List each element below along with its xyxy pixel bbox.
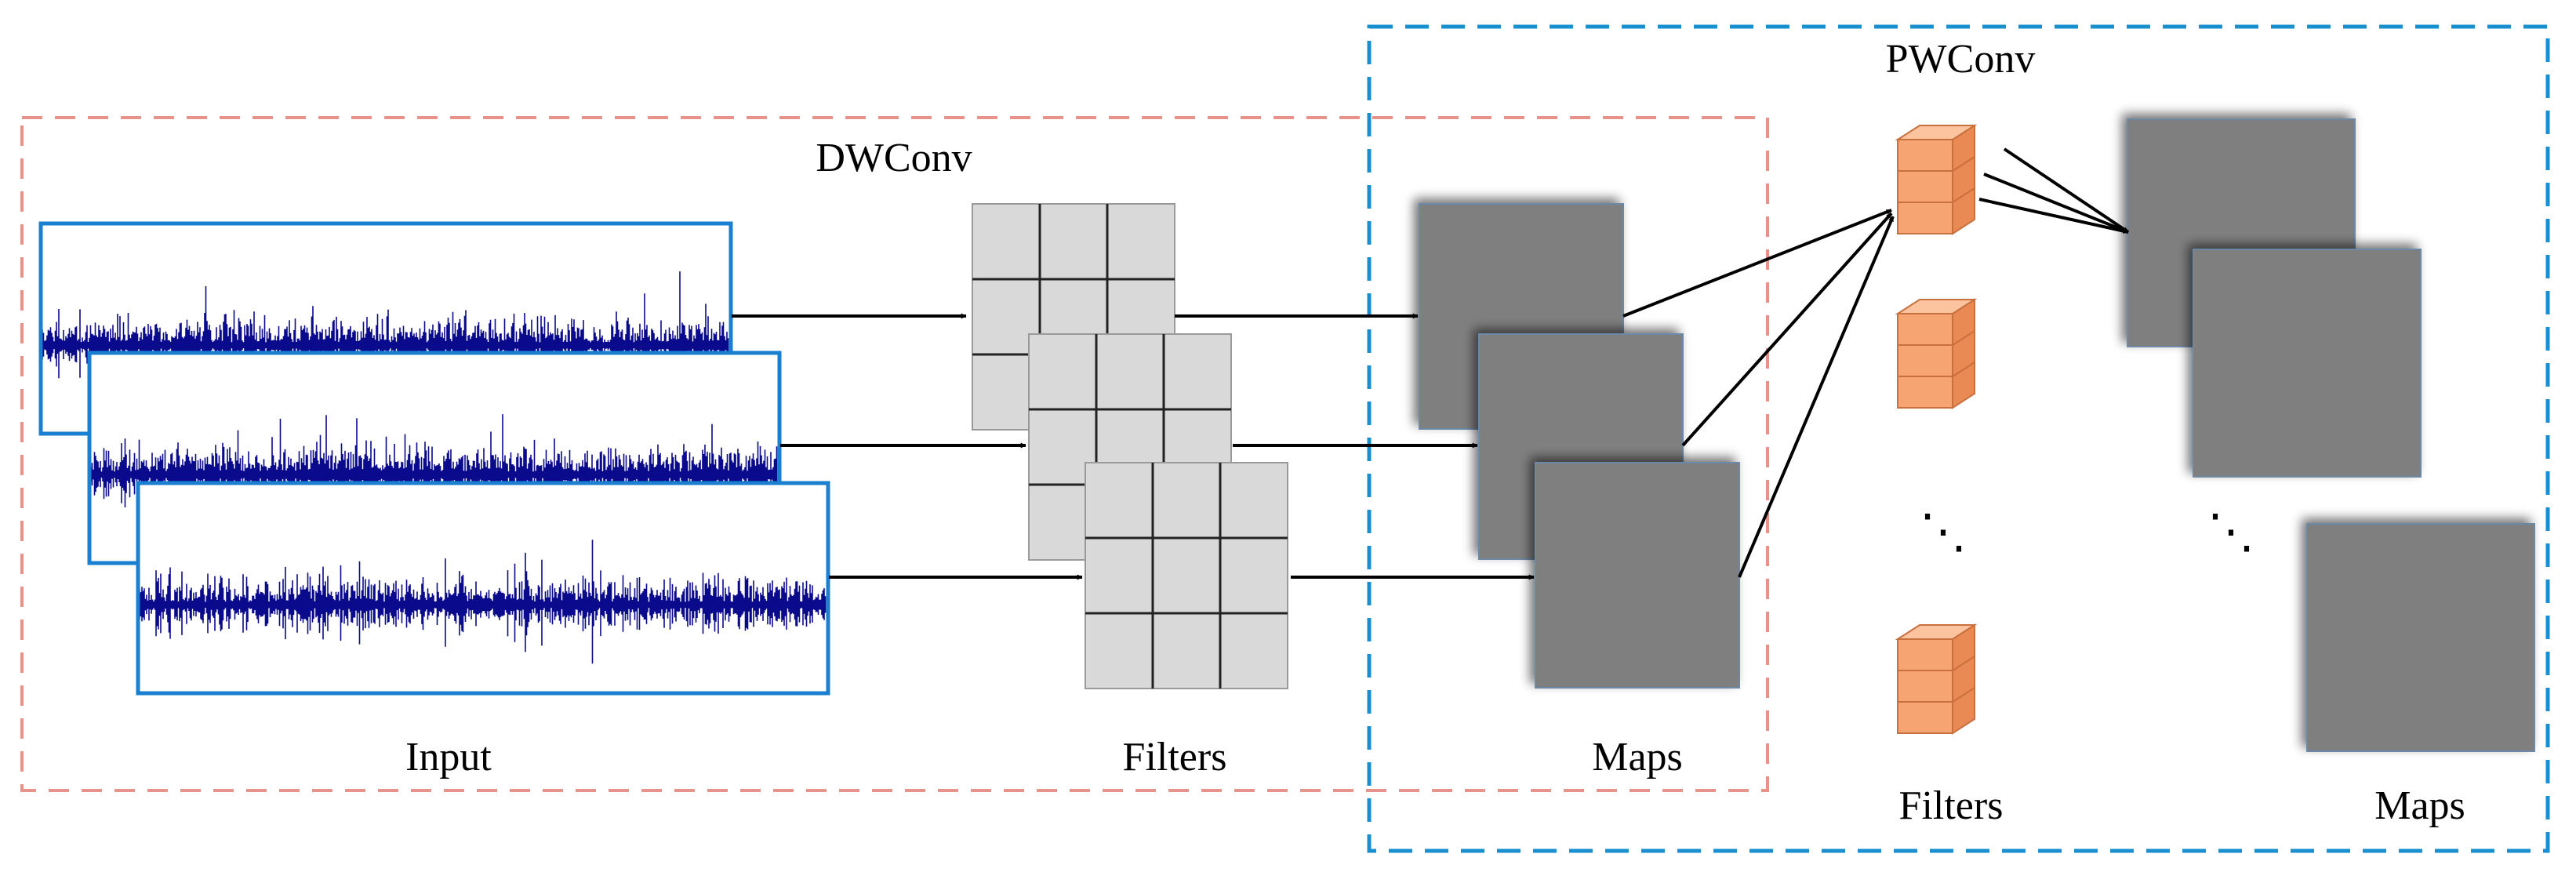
dw-filter-3 xyxy=(1085,462,1288,689)
pw-filters-label: Filters xyxy=(1899,783,2004,828)
pw-filter-2 xyxy=(1895,298,1978,409)
pwconv-title: PWConv xyxy=(1886,37,2036,82)
dwconv-box xyxy=(20,116,1769,792)
pw-map-2 xyxy=(2193,249,2422,478)
input-label: Input xyxy=(405,735,492,779)
pw-maps xyxy=(2127,118,2535,752)
pw-filters xyxy=(1895,124,1978,735)
pw-filter-1 xyxy=(1895,124,1978,235)
pwconv-box xyxy=(1367,24,2550,853)
dw-filters xyxy=(972,203,1288,689)
dwconv-title: DWConv xyxy=(816,136,972,180)
arrow-map3-pwfilter xyxy=(1738,216,1895,578)
dw-map-3 xyxy=(1535,462,1740,689)
arrow-pwfilter-pwmap-c xyxy=(1978,198,2129,234)
arrow-pwfilter-pwmap-a xyxy=(2003,147,2130,234)
dw-maps xyxy=(1419,203,1740,689)
arrows xyxy=(732,147,2130,580)
pw-filters-ellipsis: ⋱ xyxy=(1920,506,1967,558)
pw-maps-label: Maps xyxy=(2374,783,2465,828)
dw-filters-label: Filters xyxy=(1123,735,1227,779)
pw-filter-3 xyxy=(1895,623,1978,735)
pw-maps-ellipsis: ⋱ xyxy=(2207,506,2254,558)
dw-maps-label: Maps xyxy=(1592,735,1683,779)
arrow-pwfilter-pwmap-b xyxy=(1983,173,2129,234)
input-signal-3 xyxy=(136,481,830,696)
arrow-map2-pwfilter xyxy=(1681,212,1893,447)
pw-map-3 xyxy=(2306,523,2535,752)
input-signals xyxy=(38,221,830,696)
arrow-map1-pwfilter xyxy=(1622,209,1892,318)
